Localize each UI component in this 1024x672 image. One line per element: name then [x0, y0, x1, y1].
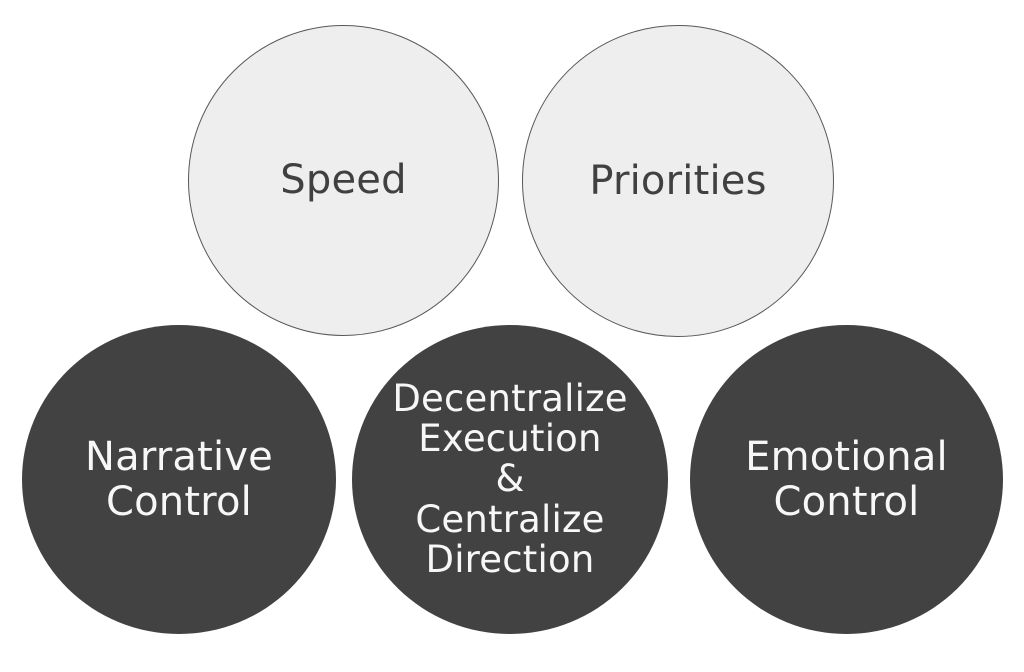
circle-speed[interactable]: Speed [188, 25, 499, 336]
circle-narrative-control[interactable]: Narrative Control [22, 325, 336, 634]
circle-priorities[interactable]: Priorities [522, 25, 834, 337]
circle-emotional-control[interactable]: Emotional Control [690, 325, 1003, 634]
circle-narrative-control-label: Narrative Control [84, 433, 273, 525]
circle-emotional-control-label: Emotional Control [745, 433, 948, 525]
circle-decentralize-execution-label: Decentralize Execution & Centralize Dire… [392, 376, 628, 581]
circle-speed-label: Speed [280, 157, 407, 204]
circle-priorities-label: Priorities [589, 157, 767, 204]
circle-decentralize-execution[interactable]: Decentralize Execution & Centralize Dire… [352, 325, 668, 634]
